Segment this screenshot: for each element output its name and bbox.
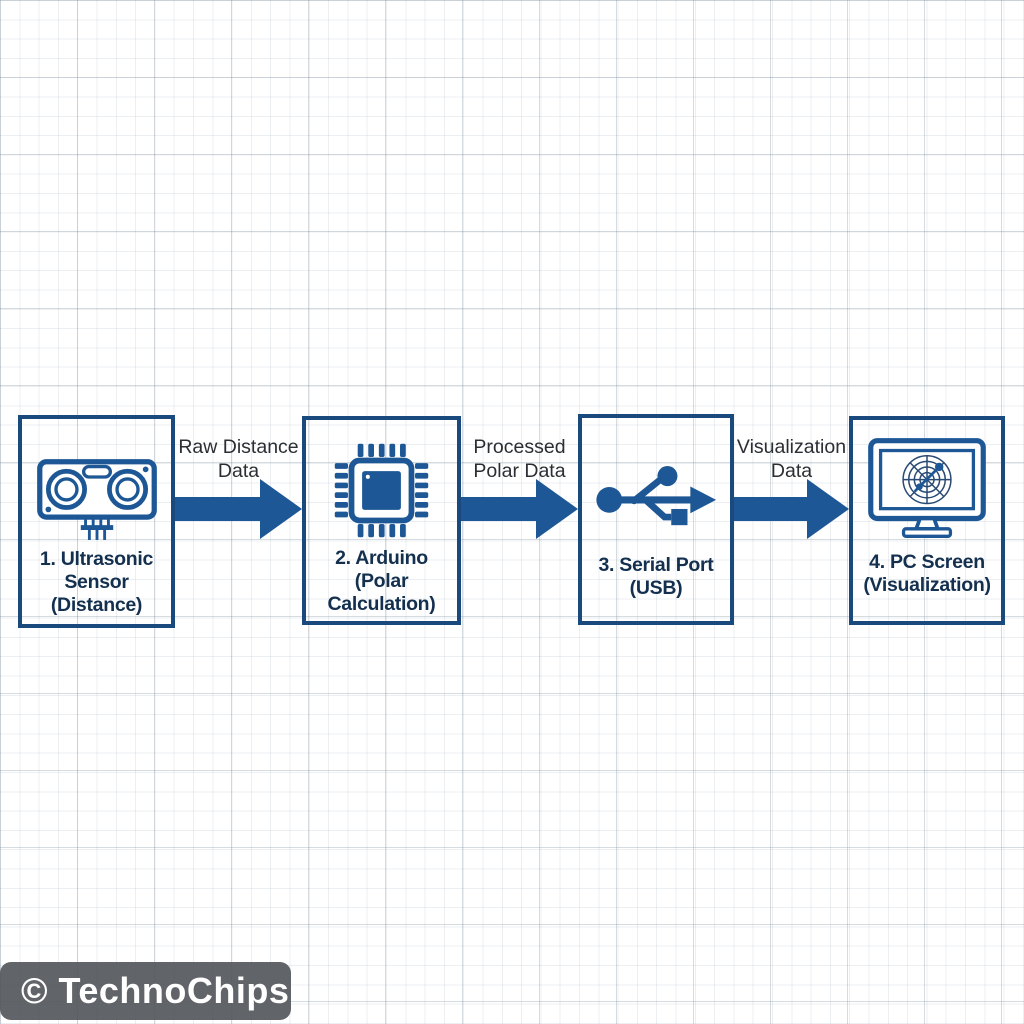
edge-label-visualization-data: Visualization Data	[736, 436, 847, 482]
node-title-arduino: 2. Arduino (Polar Calculation)	[327, 547, 436, 615]
copyright-watermark: © TechnoChips	[0, 962, 291, 1020]
node-title-serial-port: 3. Serial Port (USB)	[598, 554, 714, 599]
node-serial-port: 3. Serial Port (USB)	[578, 414, 734, 625]
microchip-icon	[334, 443, 429, 538]
node-title-ultrasonic-sensor: 1. Ultrasonic Sensor (Distance)	[39, 548, 154, 616]
node-pc-screen: 4. PC Screen (Visualization)	[849, 416, 1005, 625]
edge-label-raw-distance-data: Raw Distance Data	[178, 436, 299, 482]
usb-icon	[596, 466, 717, 526]
monitor-radar-icon	[868, 438, 986, 538]
arrow-right-icon-1	[175, 479, 302, 539]
node-ultrasonic-sensor: 1. Ultrasonic Sensor (Distance)	[18, 415, 175, 628]
ultrasonic-sensor-icon	[36, 459, 157, 540]
node-arduino: 2. Arduino (Polar Calculation)	[302, 416, 461, 625]
arrow-right-icon-3	[734, 479, 849, 539]
edge-label-processed-polar-data: Processed Polar Data	[473, 436, 566, 482]
arrow-right-icon-2	[461, 479, 578, 539]
node-title-pc-screen: 4. PC Screen (Visualization)	[863, 551, 991, 596]
copyright-watermark-text: © TechnoChips	[21, 970, 290, 1011]
